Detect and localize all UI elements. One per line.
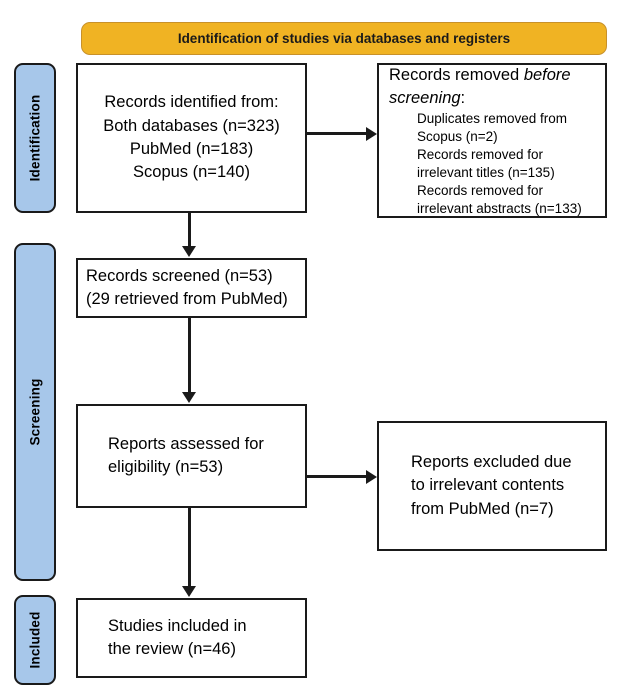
phase-bar-screening: Screening	[14, 243, 56, 581]
phase-bar-included: Included	[14, 595, 56, 685]
box-records-screened: Records screened (n=53) (29 retrieved fr…	[76, 258, 307, 318]
arrowhead-assessed-to-included	[182, 586, 197, 597]
connector-assessed-to-excluded	[307, 475, 369, 478]
box-records-removed: Records removed before screening: Duplica…	[377, 63, 607, 218]
records-identified-line-1: Records identified from:	[104, 93, 279, 112]
studies-included-line-1: Studies included in	[108, 616, 247, 635]
records-screened-line-1: Records screened (n=53)	[86, 266, 273, 285]
connector-identified-to-screened	[188, 213, 191, 247]
connector-screened-to-assessed	[188, 318, 191, 393]
phase-label-included: Included	[27, 611, 43, 669]
diagram-title-text: Identification of studies via databases …	[177, 31, 511, 46]
phase-label-identification: Identification	[27, 94, 43, 182]
records-screened-line-2: (29 retrieved from PubMed)	[86, 290, 288, 308]
arrowhead-assessed-to-excluded	[366, 469, 377, 484]
studies-included-line-2: the review (n=46)	[108, 640, 236, 658]
records-removed-item-1: Duplicates removed from Scopus (n=2)	[417, 111, 568, 145]
records-identified-line-3: PubMed (n=183)	[129, 140, 254, 158]
connector-identified-to-removed	[307, 132, 369, 135]
reports-excluded-line-2: to irrelevant contents	[411, 476, 565, 495]
diagram-title-banner: Identification of studies via databases …	[81, 22, 607, 55]
records-removed-heading-part-1: Records removed	[389, 65, 524, 84]
reports-assessed-line-1: Reports assessed for	[108, 434, 264, 453]
reports-excluded-line-3: from PubMed (n=7)	[411, 499, 554, 518]
records-removed-heading-italic-1: before	[523, 65, 571, 84]
arrowhead-identified-to-screened	[182, 246, 197, 257]
reports-excluded-line-1: Reports excluded due	[411, 452, 572, 471]
box-records-identified: Records identified from: Both databases …	[76, 63, 307, 213]
records-removed-item-2: Records removed for irrelevant titles (n…	[417, 147, 555, 180]
records-removed-heading: Records removed before screening:	[389, 64, 595, 111]
records-identified-line-4: Scopus (n=140)	[133, 163, 250, 182]
box-reports-assessed: Reports assessed for eligibility (n=53)	[76, 404, 307, 508]
phase-label-screening: Screening	[27, 378, 43, 446]
connector-assessed-to-included	[188, 508, 191, 586]
arrowhead-identified-to-removed	[366, 126, 377, 141]
records-removed-heading-part-2: :	[460, 89, 466, 108]
phase-bar-identification: Identification	[14, 63, 56, 213]
records-identified-line-2: Both databases (n=323)	[103, 116, 280, 135]
records-removed-item-3: Records removed for irrelevant abstracts…	[417, 182, 582, 216]
arrowhead-screened-to-assessed	[182, 392, 197, 403]
box-studies-included: Studies included in the review (n=46)	[76, 598, 307, 678]
box-reports-excluded: Reports excluded due to irrelevant conte…	[377, 421, 607, 551]
records-removed-heading-italic-2: screening	[389, 89, 461, 108]
reports-assessed-line-2: eligibility (n=53)	[108, 458, 224, 476]
